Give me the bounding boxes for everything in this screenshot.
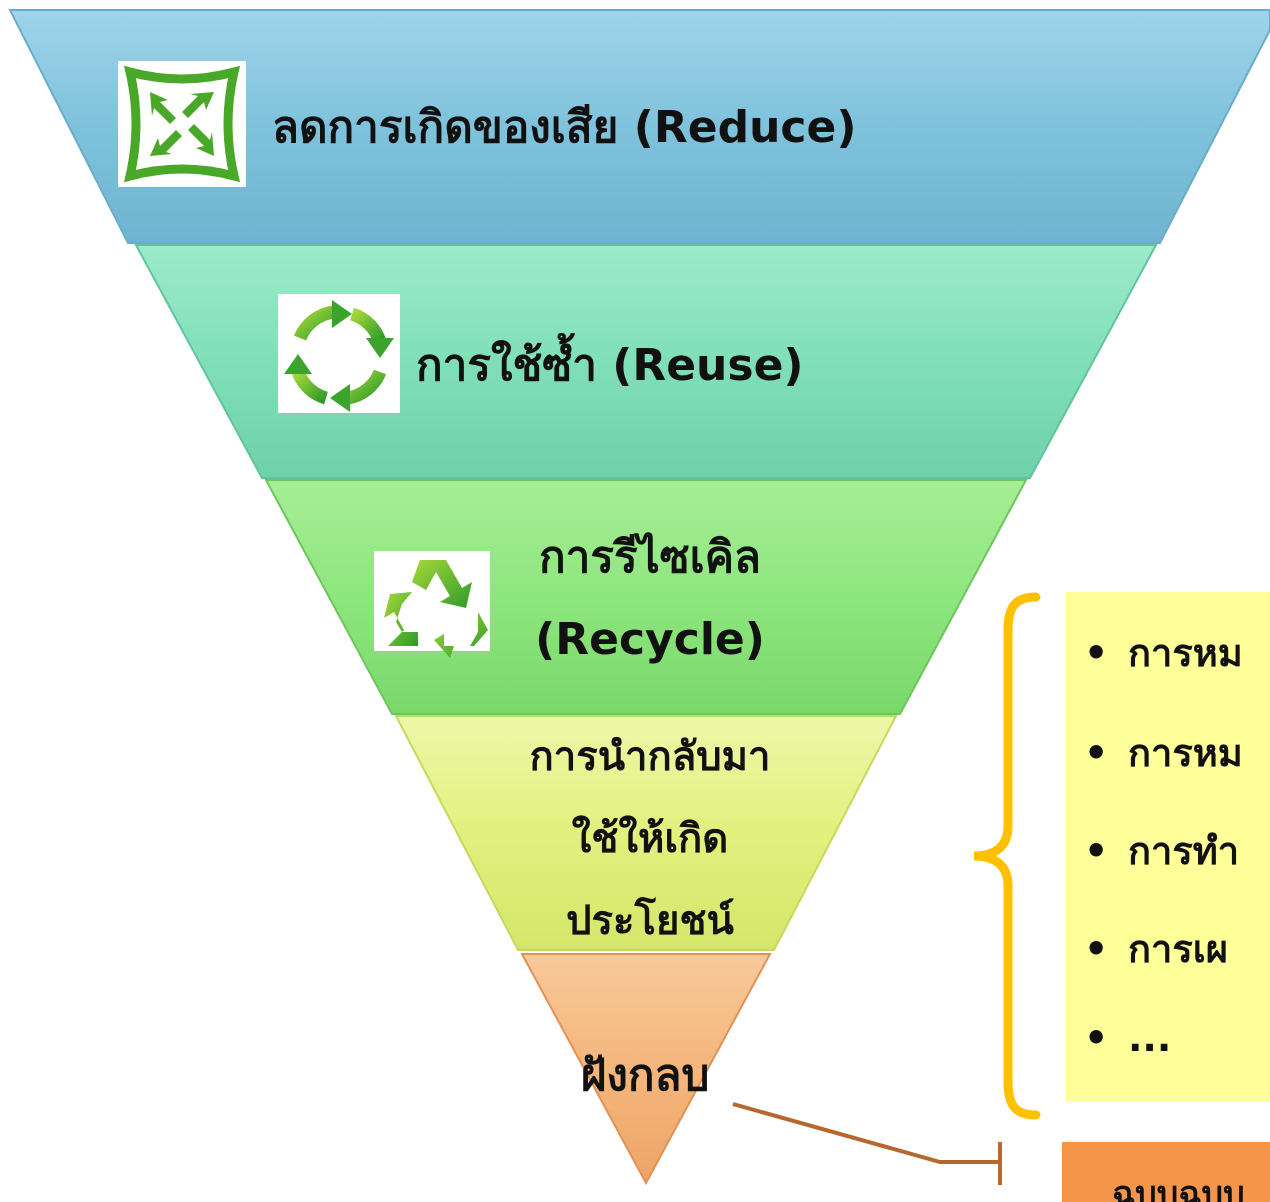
list-item: • การหม (1084, 722, 1243, 783)
reuse-cycle-icon (278, 294, 400, 413)
layer-landfill (520, 953, 772, 1185)
list-item-text: การหม (1128, 631, 1243, 675)
bullet-icon: • (1084, 829, 1109, 873)
list-item: •... (1084, 1016, 1171, 1060)
list-item-text: การทำ (1128, 829, 1240, 873)
layer-reduce (8, 9, 1270, 244)
list-item-text: ... (1128, 1016, 1172, 1060)
bullet-icon: • (1084, 631, 1109, 675)
reduce-icon (118, 61, 246, 187)
bracket-brace (973, 592, 1041, 1120)
list-item: • การหม (1084, 622, 1243, 683)
reduce-label: ลดการเกิดของเสีย (Reduce) (272, 102, 857, 153)
recycle-icon (374, 551, 490, 658)
layer-recover (394, 715, 898, 951)
list-item: • การทำ (1084, 820, 1239, 881)
recover-label-line3: ประโยชน์ (566, 898, 734, 944)
landfill-label: ฝังกลบ (580, 1050, 710, 1101)
bullet-icon: • (1084, 1016, 1109, 1060)
landfill-note-box: ฉบบฉบบ (1062, 1142, 1270, 1202)
list-item: • การเผ (1084, 918, 1228, 979)
recover-label-line2: ใช้ให้เกิด (571, 816, 729, 862)
layer-recycle (264, 479, 1028, 715)
list-item-text: การหม (1128, 731, 1243, 775)
recycle-label-line1: การรีไซเคิล (538, 532, 762, 583)
reuse-label: การใช้ซ้ำ (Reuse) (416, 340, 804, 391)
list-item-text: การเผ (1128, 927, 1229, 971)
recycle-label-line2: (Recycle) (535, 614, 765, 665)
recover-label-line1: การนำกลับมา (529, 734, 771, 780)
connector-line (732, 1102, 1000, 1164)
bullet-icon: • (1084, 927, 1109, 971)
method-list-box: • การหม • การหม • การทำ • การเผ •... (1066, 592, 1270, 1102)
landfill-note-text: ฉบบฉบบ (1112, 1174, 1245, 1202)
bullet-icon: • (1084, 731, 1109, 775)
